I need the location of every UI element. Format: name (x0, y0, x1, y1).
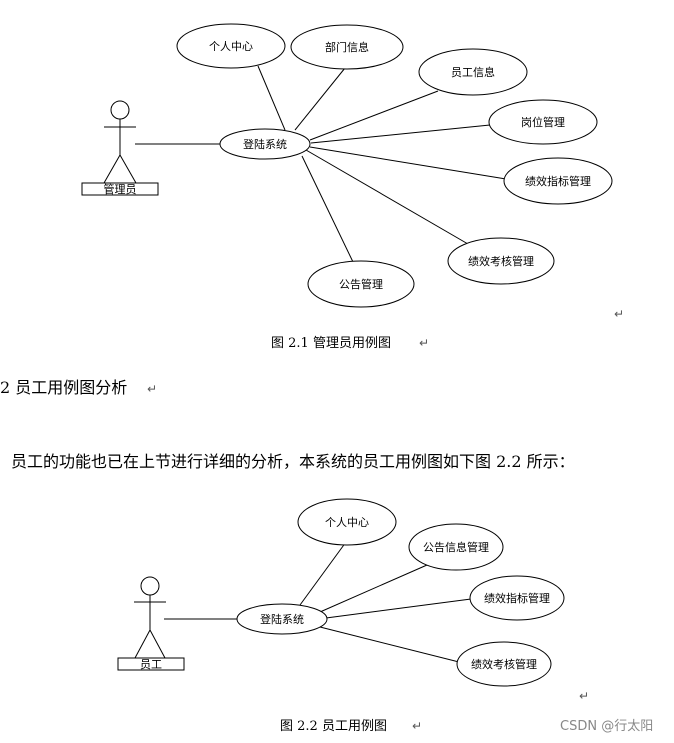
link-system-notice-info-management (319, 564, 428, 613)
employee-usecase-label: 公告信息管理 (423, 540, 489, 554)
usecase-ellipse (503, 157, 613, 205)
usecase-ellipse (297, 498, 397, 546)
usecase-ellipse (219, 128, 311, 160)
usecase-ellipse (236, 603, 328, 635)
usecase-ellipse (176, 23, 286, 69)
return-mark: ↵ (412, 719, 422, 733)
watermark: CSDN @行太阳 (560, 719, 653, 734)
employee-system-label: 登陆系统 (260, 612, 304, 626)
return-mark: ↵ (579, 689, 589, 703)
admin-usecase-label: 岗位管理 (521, 115, 565, 129)
usecase-ellipse (418, 48, 528, 96)
return-mark: ↵ (614, 307, 624, 321)
admin-actor-label: 管理员 (104, 182, 137, 196)
section-heading: 2 员工用例图分析 (0, 378, 127, 397)
link-system-notice-management (301, 155, 354, 263)
admin-usecase-label: 员工信息 (451, 65, 495, 79)
link-system-department-info (294, 67, 346, 131)
admin-usecase-label: 公告管理 (339, 277, 383, 291)
usecase-ellipse (488, 99, 598, 145)
admin-usecase-label: 部门信息 (325, 40, 369, 54)
link-system-personal-center (257, 65, 286, 131)
employee-actor-label-box (117, 657, 185, 671)
admin-actor-label-box (81, 182, 159, 196)
employee-use-case-diagram (117, 498, 565, 687)
employee-usecase-label: 个人中心 (325, 516, 369, 529)
link-system-kpi-management (325, 598, 472, 619)
employee-actor-label: 员工 (140, 658, 162, 671)
usecase-ellipse (307, 260, 415, 308)
body-paragraph: 员工的功能也已在上节进行详细的分析，本系统的员工用例图如下图 2.2 所示： (11, 452, 575, 471)
figure-caption-2: 图 2.2 员工用例图 (280, 719, 387, 734)
employee-usecase-label: 绩效考核管理 (471, 657, 537, 671)
return-mark: ↵ (419, 336, 429, 350)
admin-usecase-label: 绩效指标管理 (525, 174, 591, 188)
employee-actor-icon (134, 576, 166, 659)
link-system-post-management (310, 124, 491, 144)
return-mark: ↵ (147, 382, 157, 396)
link-system-personal-center (299, 541, 347, 606)
link-system-assessment-management (319, 626, 460, 663)
admin-actor-icon (103, 100, 137, 184)
figure-caption-1: 图 2.1 管理员用例图 (271, 336, 391, 351)
link-system-kpi-management (309, 146, 507, 180)
admin-use-case-diagram (81, 23, 613, 308)
admin-system-label: 登陆系统 (243, 137, 287, 151)
usecase-ellipse (456, 641, 552, 687)
usecase-ellipse (469, 575, 565, 621)
link-system-employee-info (309, 90, 439, 141)
admin-usecase-label: 个人中心 (209, 40, 253, 53)
employee-usecase-label: 绩效指标管理 (484, 591, 550, 605)
usecase-ellipse (447, 237, 555, 285)
admin-usecase-label: 绩效考核管理 (468, 254, 534, 268)
usecase-ellipse (290, 24, 404, 70)
usecase-ellipse (408, 523, 504, 571)
link-system-assessment-management (305, 149, 469, 245)
